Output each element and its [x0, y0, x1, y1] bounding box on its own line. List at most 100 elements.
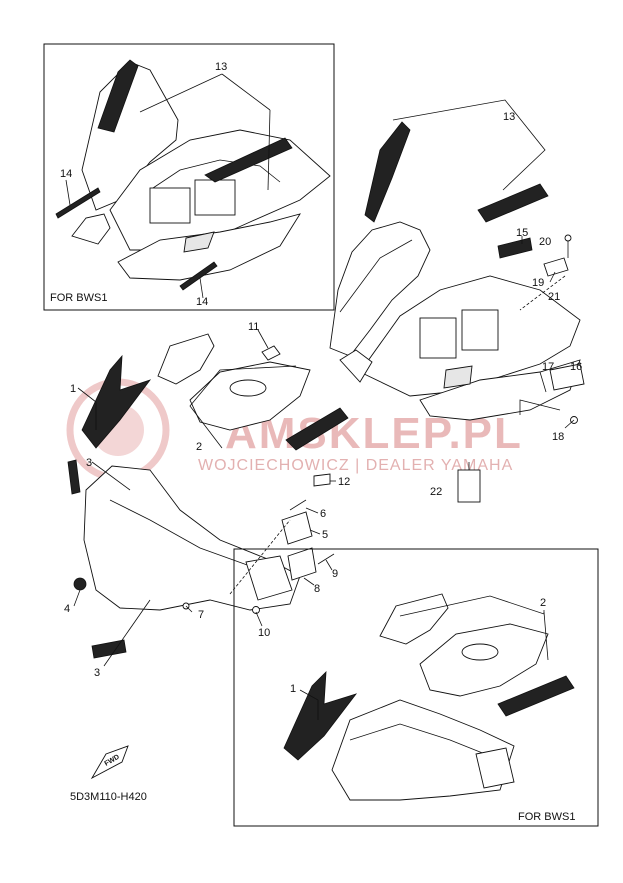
panel-cover — [157, 333, 215, 385]
callout-13: 13 — [503, 111, 515, 123]
leader-tl14a — [65, 179, 71, 206]
leader-3 — [91, 461, 131, 491]
leader-18 — [519, 399, 561, 415]
callout-15: 15 — [516, 227, 528, 239]
callout-8: 8 — [314, 583, 320, 595]
inset-frame — [43, 43, 335, 311]
leader-10 — [255, 611, 263, 627]
inset-label-br: FOR BWS1 — [518, 811, 575, 823]
inset-top-left: FOR BWS1 13 14 14 — [43, 43, 335, 311]
br-panel-cover — [379, 593, 449, 645]
callout-17: 17 — [542, 361, 554, 373]
callout-2: 2 — [196, 441, 202, 453]
callout-br2: 2 — [540, 597, 546, 609]
leader-br2b — [543, 611, 549, 661]
decal-1 — [81, 354, 152, 449]
br-front-fender — [331, 699, 515, 801]
inset-decal-left — [97, 59, 139, 133]
callout-tl14b: 14 — [196, 296, 208, 308]
inset-bottom-right: FOR BWS1 2 1 — [233, 548, 599, 827]
bolt-9 — [317, 553, 335, 565]
inset-decal-right — [204, 137, 293, 183]
leader-br1 — [299, 689, 319, 720]
leader-13 — [392, 99, 546, 191]
decal-15 — [497, 237, 533, 259]
callout-9: 9 — [332, 568, 338, 580]
callout-22: 22 — [430, 486, 442, 498]
watermark-sub-text: WOJCIECHOWICZ | DEALER YAMAHA — [198, 457, 513, 474]
callout-6: 6 — [320, 508, 326, 520]
inset-decal-14b — [179, 261, 218, 291]
callout-tl13: 13 — [215, 61, 227, 73]
label-12 — [313, 473, 331, 487]
plate-5 — [281, 511, 313, 545]
leader-2 — [189, 365, 297, 449]
callout-5: 5 — [322, 529, 328, 541]
callout-3b: 3 — [94, 667, 100, 679]
callout-4: 4 — [64, 603, 70, 615]
leader-tl13b — [267, 109, 271, 191]
storage-right — [461, 309, 499, 351]
inset-windshield — [81, 61, 179, 211]
front-panel-decal — [285, 407, 349, 451]
callout-21: 21 — [548, 291, 560, 303]
fender-plate — [245, 555, 293, 601]
inset-storage-left — [149, 187, 191, 224]
callout-19: 19 — [532, 277, 544, 289]
leader-8 — [303, 577, 315, 586]
callout-10: 10 — [258, 627, 270, 639]
leader-tl13 — [221, 73, 271, 111]
callout-tl14a: 14 — [60, 168, 72, 180]
callout-20: 20 — [539, 236, 551, 248]
diagram-code: 5D3M110-H420 — [70, 791, 147, 803]
br-fender-line — [349, 723, 491, 757]
callout-11: 11 — [248, 321, 259, 333]
rear-windshield-line — [339, 239, 413, 313]
rear-bracket — [339, 349, 373, 383]
bolt-17 — [539, 371, 547, 393]
fwd-arrow-icon — [90, 745, 129, 780]
storage-left — [419, 317, 457, 359]
inset-decal-14a — [55, 187, 101, 219]
leader-21 — [519, 275, 566, 311]
leader-4 — [73, 589, 81, 607]
inset-bracket — [71, 213, 111, 245]
front-panel-assembly: 11 2 — [157, 321, 349, 453]
bolt-6 — [289, 499, 307, 511]
leader-3b — [103, 599, 151, 667]
leader-7 — [185, 605, 193, 613]
rear-body-assembly: 13 15 20 19 21 17 16 18 22 — [329, 99, 585, 503]
clip-11 — [261, 345, 281, 361]
tag-22 — [457, 469, 481, 503]
callout-16: 16 — [570, 361, 582, 373]
front-fender-assembly: 1 3 4 7 10 6 5 8 9 12 3 FWD 5D3M110-H420 — [64, 354, 350, 803]
br-front-panel-hole — [461, 643, 499, 661]
callout-1: 1 — [70, 383, 76, 395]
decal-13-right — [477, 183, 549, 223]
decal-3-bottom — [91, 639, 127, 659]
leader-dash — [229, 519, 291, 595]
rear-fender-panel — [443, 365, 473, 389]
plate-8 — [287, 547, 317, 581]
rear-windshield — [329, 221, 431, 357]
front-fender-line — [109, 499, 251, 567]
callout-18: 18 — [552, 431, 564, 443]
br-fender-plate — [475, 747, 515, 789]
decal-3-top — [67, 459, 81, 495]
leader-6 — [305, 507, 319, 514]
leader-tl13c — [139, 73, 223, 113]
inset-frame-br — [233, 548, 599, 827]
label-16 — [549, 363, 585, 391]
nut-10 — [252, 606, 260, 614]
callout-3: 3 — [86, 457, 92, 469]
leader-1 — [77, 387, 97, 430]
callout-br1: 1 — [290, 683, 296, 695]
inset-rear-fender — [117, 213, 301, 281]
leader-5 — [309, 529, 321, 535]
leader-11 — [257, 329, 269, 349]
inset-body-line — [149, 159, 281, 191]
emblem-4 — [73, 577, 87, 591]
rivet-20-head — [564, 234, 572, 242]
inset-panel — [183, 231, 215, 253]
